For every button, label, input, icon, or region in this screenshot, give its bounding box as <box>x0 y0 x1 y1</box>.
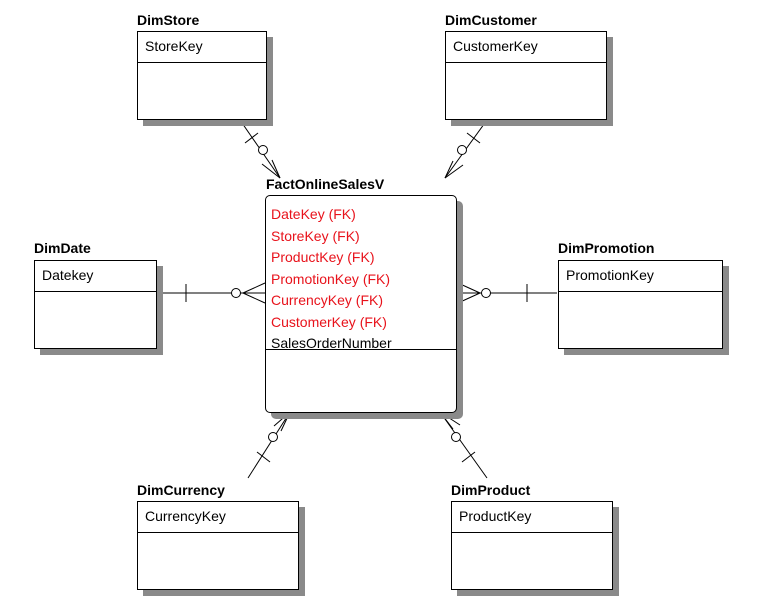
dimstore-entity[interactable]: StoreKey <box>137 31 267 120</box>
dimproduct-title: DimProduct <box>451 482 531 498</box>
dimcustomer-entity[interactable]: CustomerKey <box>445 31 607 120</box>
fact-attribute: DateKey (FK) <box>271 206 356 222</box>
dimdate-key: Datekey <box>35 261 156 292</box>
dimpromotion-title: DimPromotion <box>558 240 655 256</box>
dimcurrency-title: DimCurrency <box>137 482 225 498</box>
fact-attribute: CustomerKey (FK) <box>271 313 387 330</box>
dimcustomer-key: CustomerKey <box>446 32 606 63</box>
dimpromotion-entity[interactable]: PromotionKey <box>558 260 723 349</box>
relationship-customer <box>444 119 488 179</box>
dimproduct-entity[interactable]: ProductKey <box>451 501 613 590</box>
relationship-promotion <box>457 282 557 304</box>
fact-attribute: StoreKey (FK) <box>271 227 360 244</box>
relationship-store <box>239 119 281 179</box>
fact-attribute-list: DateKey (FK) StoreKey (FK) ProductKey (F… <box>266 196 456 351</box>
fact-title: FactOnlineSalesV <box>266 176 385 192</box>
fact-entity[interactable]: DateKey (FK) StoreKey (FK) ProductKey (F… <box>265 195 457 413</box>
relationship-date <box>156 282 266 304</box>
dimstore-title: DimStore <box>137 12 200 28</box>
relationship-currency <box>247 411 291 479</box>
dimcustomer-title: DimCustomer <box>445 12 537 28</box>
fact-attribute: CurrencyKey (FK) <box>271 292 384 308</box>
dimcurrency-key: CurrencyKey <box>138 502 298 533</box>
dimcurrency-entity[interactable]: CurrencyKey <box>137 501 299 590</box>
dimdate-entity[interactable]: Datekey <box>34 260 157 349</box>
fact-attribute: ProductKey (FK) <box>271 249 375 265</box>
dimdate-title: DimDate <box>34 240 91 256</box>
dimpromotion-key: PromotionKey <box>559 261 722 292</box>
dimstore-key: StoreKey <box>138 32 266 63</box>
fact-attribute: PromotionKey (FK) <box>271 270 391 287</box>
dimproduct-key: ProductKey <box>452 502 612 533</box>
relationship-product <box>439 411 488 479</box>
fact-attribute: SalesOrderNumber <box>271 335 392 351</box>
